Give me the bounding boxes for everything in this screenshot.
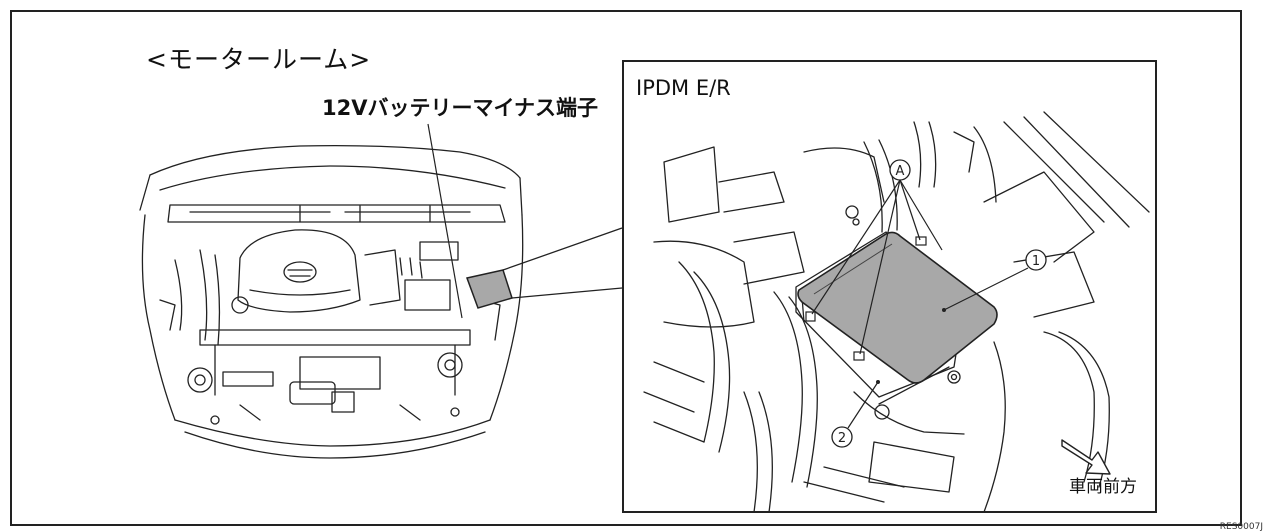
detail-title: IPDM E/R xyxy=(636,76,731,100)
callout-2-text: 2 xyxy=(838,431,846,446)
callout-1-marker xyxy=(1025,249,1047,271)
vehicle-front-direction-label: 車両前方 xyxy=(1069,477,1137,497)
front-direction-arrow-icon xyxy=(1061,439,1111,475)
ipdm-housing-base xyxy=(795,231,965,398)
document-code: RES0007J xyxy=(1219,522,1263,532)
ipdm-cover xyxy=(797,231,998,384)
ipdm-detail-panel: IPDM E/R xyxy=(622,60,1157,513)
callout-2-marker xyxy=(831,426,853,448)
ipdm-detail-illustration: A 1 2 xyxy=(643,111,1150,511)
battery-terminal-label: 12Vバッテリーマイナス端子 xyxy=(322,96,599,120)
diagram-frame xyxy=(10,10,1242,526)
callout-a-text: A xyxy=(896,164,905,179)
callout-1-text: 1 xyxy=(1032,254,1040,269)
section-title: <モータールーム> xyxy=(146,45,372,74)
